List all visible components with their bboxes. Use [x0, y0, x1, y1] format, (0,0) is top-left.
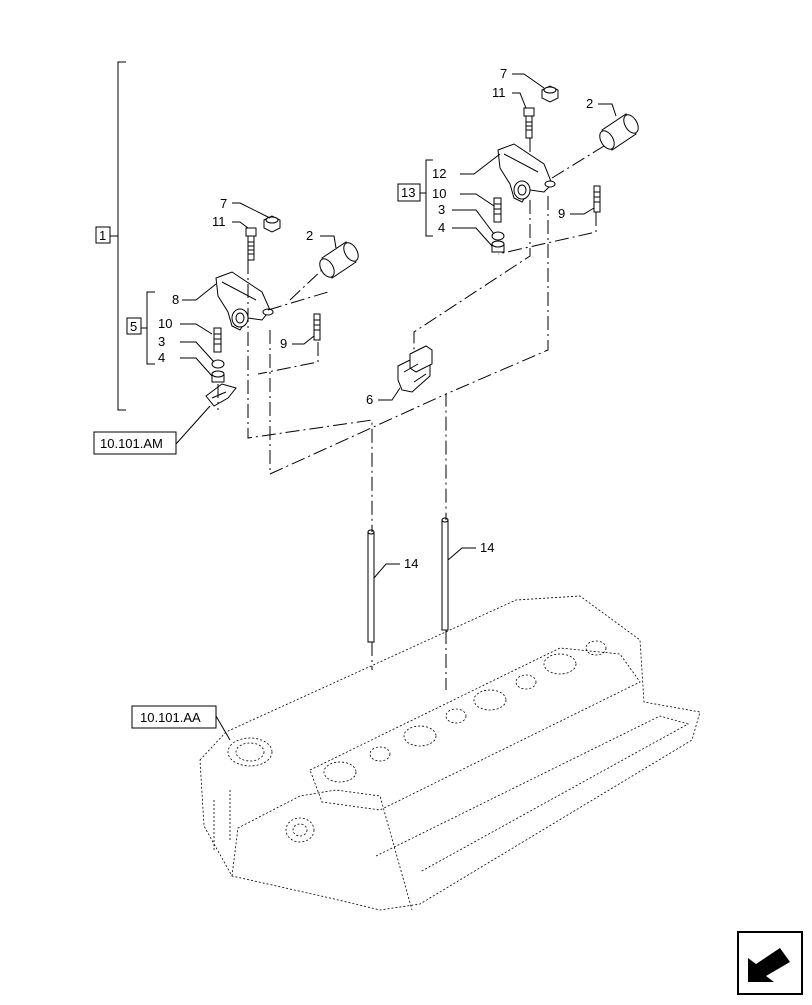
callout-3-right: 3	[438, 202, 445, 217]
group-bracket-5	[141, 291, 155, 365]
leader-10-right	[460, 193, 495, 207]
leader-7-right	[512, 73, 545, 89]
leader-6	[378, 387, 401, 401]
group-bracket-1	[110, 61, 126, 411]
rocker-arm-8	[215, 271, 274, 331]
callout-2-right: 2	[586, 96, 593, 111]
callout-13: 13	[401, 185, 415, 200]
callout-9-right: 9	[558, 206, 565, 221]
nut-3-right	[491, 231, 505, 241]
adjust-screw-10-right	[493, 197, 502, 223]
leader-11-right	[512, 92, 527, 109]
leader-4-left	[180, 357, 213, 377]
bushing-2-right	[599, 113, 639, 151]
callout-14-left: 14	[404, 556, 418, 571]
leader-14-right	[447, 547, 476, 561]
nut-3-left	[211, 359, 225, 369]
leader-3-right	[452, 209, 495, 235]
nut-7-left	[263, 215, 281, 233]
callout-1: 1	[99, 228, 106, 243]
callout-10-left: 10	[158, 316, 172, 331]
ref-head-label: 10.101.AA	[140, 710, 201, 725]
callout-11-left: 11	[212, 214, 226, 229]
callout-9-left: 9	[280, 336, 287, 351]
callout-10-right: 10	[432, 186, 446, 201]
callout-8: 8	[172, 292, 179, 307]
push-rod-14-left	[367, 529, 375, 643]
leader-10-left	[180, 323, 213, 335]
assembly-lines	[217, 138, 605, 690]
leader-7-left	[232, 202, 271, 219]
leader-12	[460, 153, 501, 175]
bolt-11-left	[245, 227, 257, 261]
cap-4-right	[491, 240, 505, 253]
rocker-arm-12	[497, 143, 556, 203]
callout-box-1	[95, 226, 111, 244]
ref-head-leader	[215, 715, 231, 741]
callout-box-5	[126, 317, 142, 335]
leader-2-left	[320, 235, 337, 249]
callout-11-right: 11	[492, 85, 506, 100]
ref-top-label: 10.101.AM	[100, 436, 163, 451]
callout-4-right: 4	[438, 220, 445, 235]
bushing-2-left	[319, 241, 359, 279]
callout-2-left: 2	[306, 228, 313, 243]
ref-top-leader	[175, 405, 211, 445]
stud-9-left	[313, 313, 321, 341]
leader-9-right	[570, 207, 595, 215]
callout-7-right: 7	[500, 66, 507, 81]
bolt-11-right	[523, 107, 535, 139]
callout-4-left: 4	[158, 350, 165, 365]
leader-14-left	[373, 563, 400, 579]
ref-box-top	[93, 431, 177, 455]
valve-bridge-left	[205, 383, 237, 407]
next-page-arrow-icon[interactable]	[737, 931, 803, 995]
cap-4-left	[211, 370, 225, 383]
leader-2-right	[598, 103, 617, 117]
callout-12: 12	[432, 166, 446, 181]
leader-3-left	[180, 341, 215, 363]
nut-7-right	[541, 85, 559, 103]
group-bracket-13	[420, 159, 433, 237]
callout-6: 6	[366, 392, 373, 407]
callout-box-13	[397, 183, 421, 202]
cylinder-head	[199, 595, 701, 911]
leader-9-left	[292, 335, 315, 345]
leader-4-right	[452, 227, 493, 247]
callout-5: 5	[130, 319, 137, 334]
leader-11-left	[232, 221, 249, 229]
callout-14-right: 14	[480, 540, 494, 555]
adjust-screw-10-left	[213, 327, 222, 353]
callout-3-left: 3	[158, 334, 165, 349]
rocker-support-6	[397, 345, 433, 393]
leader-8	[182, 283, 217, 301]
push-rod-14-right	[441, 517, 449, 631]
callout-7-left: 7	[220, 196, 227, 211]
ref-box-head	[131, 705, 217, 729]
stud-9-right	[593, 185, 601, 213]
